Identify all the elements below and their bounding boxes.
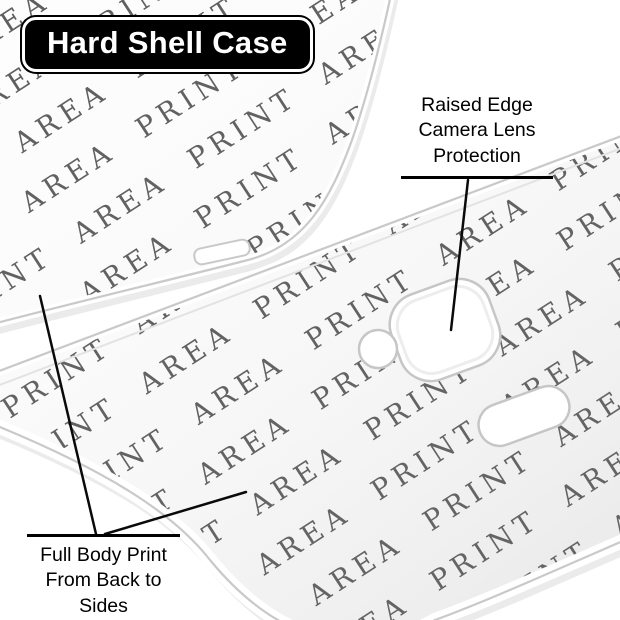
callout-camera-line-3: Protection [433, 144, 521, 167]
callout-line-back [38, 294, 98, 536]
callout-full-body: Full Body Print From Back to Sides [27, 534, 180, 619]
case-top-edge [0, 0, 391, 324]
title-badge: Hard Shell Case [22, 17, 313, 72]
callout-full-body-line-2: From Back to [45, 569, 162, 592]
case-main-near-edge [0, 425, 620, 620]
case-main-inner-rim-line [0, 147, 620, 386]
flash-cutout [357, 328, 399, 370]
side-button-notch [193, 238, 251, 266]
case-main-top-edge [0, 135, 620, 372]
camera-lens-cutout [388, 277, 502, 383]
callout-full-body-line-1: Full Body Print [40, 544, 167, 566]
callout-full-body-line-3: Sides [79, 594, 128, 617]
callout-camera-line-2: Camera Lens [418, 119, 536, 142]
callout-line-side [103, 490, 248, 536]
annotation-lines [38, 178, 470, 536]
callout-line-camera [449, 178, 470, 332]
callout-camera: Raised Edge Camera Lens Protection [401, 93, 553, 180]
badge-label: Hard Shell Case [47, 25, 288, 60]
side-port-cutout [477, 384, 571, 448]
callout-camera-line-1: Raised Edge [421, 94, 533, 116]
